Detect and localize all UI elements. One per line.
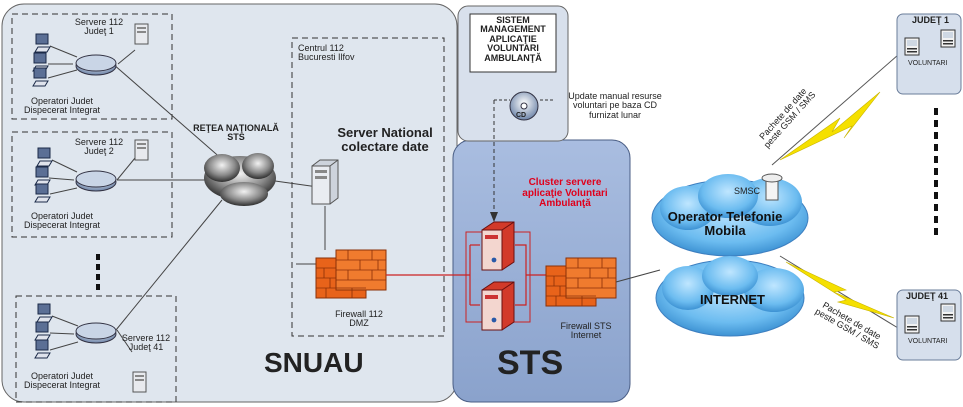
- cluster-server-1: [481, 221, 515, 271]
- national-server: [311, 159, 339, 205]
- county-group-1: [11, 13, 173, 120]
- cluster-server-2: [481, 281, 515, 331]
- county-ellipsis: [934, 108, 938, 235]
- county-group-2: [11, 131, 173, 238]
- judet41-volunteers: VOLUNTARI: [908, 338, 948, 345]
- cd-disk: [509, 91, 539, 121]
- centru-group: [291, 37, 445, 337]
- sts-title: STS: [497, 344, 564, 382]
- gsm-bolt-2: [785, 261, 895, 319]
- judet1-volunteers: VOLUNTARI: [908, 60, 948, 67]
- smsc-antenna: [761, 173, 783, 201]
- group-ellipsis: [96, 254, 100, 290]
- judet41-title: JUDEŢ 41: [906, 291, 949, 301]
- sistem-label-box: [469, 13, 557, 73]
- internet-label: INTERNET: [700, 292, 765, 307]
- county-group-41: [15, 295, 177, 403]
- cd-label: CD: [516, 112, 527, 119]
- snuau-title: SNUAU: [264, 347, 364, 378]
- national-network-cloud: [204, 153, 276, 206]
- internet-cloud: [655, 256, 805, 337]
- gsm-bolt-1: [779, 91, 881, 161]
- smsc-label: SMSC: [734, 186, 761, 196]
- judet1-title: JUDEŢ 1: [912, 15, 950, 25]
